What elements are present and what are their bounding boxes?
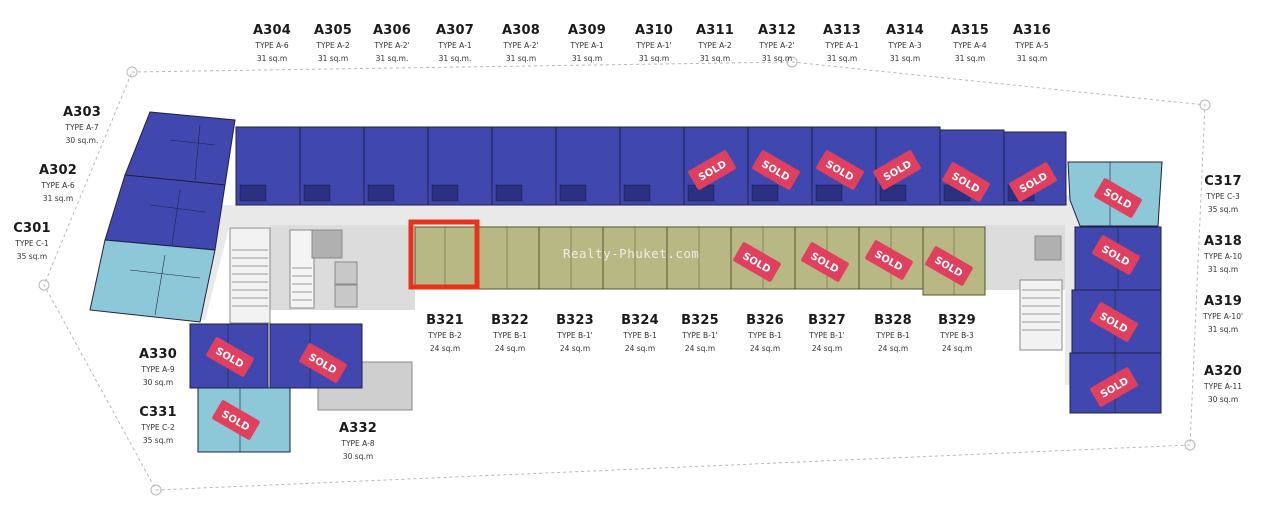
site-boundary	[43, 61, 1206, 491]
left-wing-units	[89, 111, 363, 453]
sold-badges: SOLD SOLD SOLD SOLD SOLD SOLD SOLD SOLD …	[206, 150, 1142, 440]
building-core	[229, 227, 1063, 411]
top-row-units	[235, 126, 1067, 206]
top-row-interiors	[239, 184, 1035, 202]
b321-highlight	[408, 219, 480, 290]
watermark: Realty-Phuket.com	[563, 246, 700, 261]
boundary-markers	[38, 56, 1211, 496]
